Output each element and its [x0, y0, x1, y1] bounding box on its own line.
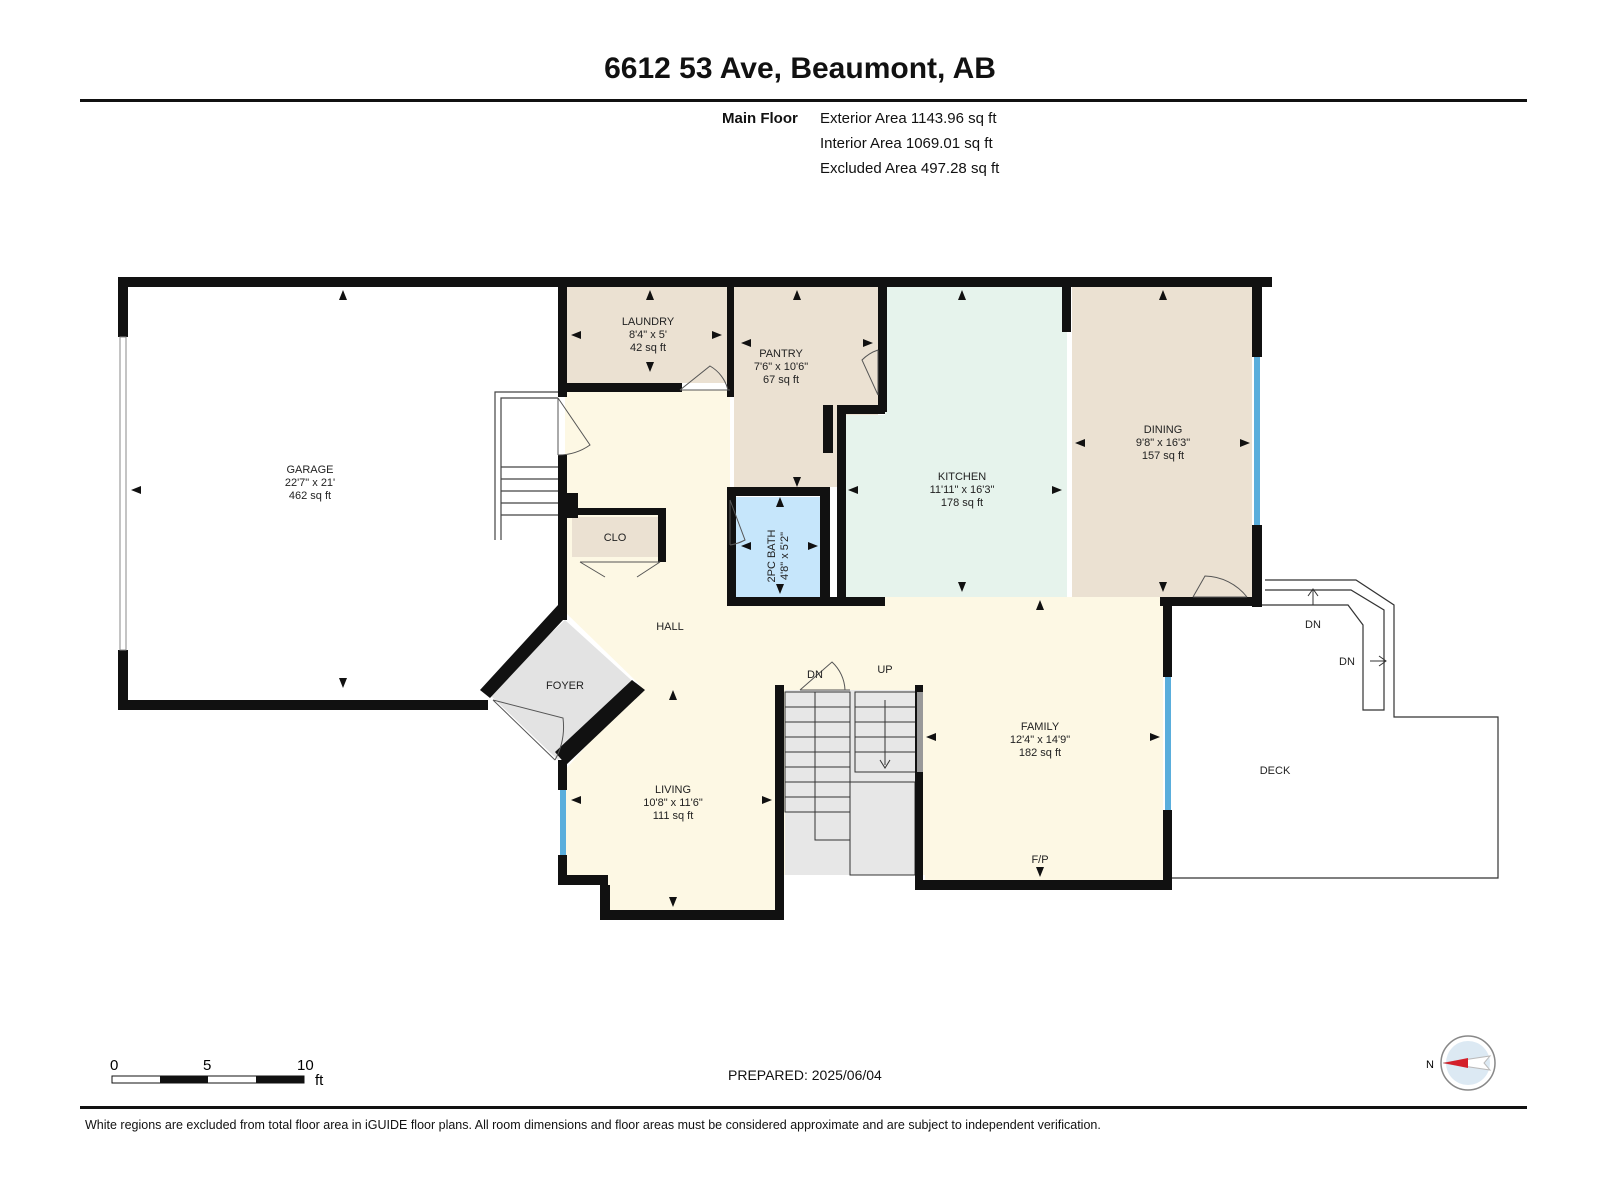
page-title: 6612 53 Ave, Beaumont, AB — [604, 52, 996, 85]
hall-name: HALL — [656, 621, 684, 633]
stairs-up-label: UP — [877, 664, 892, 676]
walls — [118, 277, 1272, 920]
dining-floor — [1072, 287, 1252, 597]
dining-area: 157 sq ft — [1142, 450, 1184, 462]
deck-down-label-1: DN — [1305, 619, 1321, 631]
scale-unit: ft — [315, 1072, 324, 1089]
garage-dims: 22'7" x 21' — [285, 477, 335, 489]
floor-fills — [488, 287, 1252, 910]
deck-down-label-2: DN — [1339, 656, 1355, 668]
garage-area: 462 sq ft — [289, 490, 331, 502]
living-name: LIVING — [655, 784, 691, 796]
interior-area: Interior Area 1069.01 sq ft — [820, 135, 993, 152]
footer-rule — [80, 1106, 1527, 1109]
kitchen-dims: 11'11" x 16'3" — [930, 484, 995, 496]
floor-label: Main Floor — [722, 110, 798, 127]
scale-tick-0: 0 — [110, 1057, 118, 1074]
kitchen-name: KITCHEN — [938, 471, 986, 483]
family-dims: 12'4" x 14'9" — [1010, 734, 1070, 746]
stairs-down-label: DN — [807, 669, 823, 681]
living-area: 111 sq ft — [653, 810, 694, 822]
hall-floor — [565, 390, 1163, 910]
doors — [492, 349, 1248, 761]
excluded-area: Excluded Area 497.28 sq ft — [820, 160, 1000, 177]
kitchen-floor — [842, 287, 1067, 597]
laundry-dims: 8'4" x 5' — [629, 329, 667, 341]
prepared-date: PREPARED: 2025/06/04 — [728, 1067, 882, 1083]
closet-name: CLO — [604, 532, 627, 544]
compass-icon: N — [1426, 1035, 1496, 1091]
pantry-area: 67 sq ft — [763, 374, 799, 386]
foyer-floor — [488, 620, 640, 760]
closet-floor — [572, 517, 662, 557]
living-dims: 10'8" x 11'6" — [643, 797, 703, 809]
laundry-name: LAUNDRY — [622, 316, 675, 328]
deck-name: DECK — [1260, 765, 1291, 777]
header-rule — [80, 99, 1527, 102]
garage-steps — [494, 391, 558, 540]
laundry-floor — [567, 287, 727, 383]
bath-name: 2PC BATH — [766, 529, 778, 582]
foyer-name: FOYER — [546, 680, 584, 692]
windows — [119, 336, 1260, 855]
scale-tick-5: 5 — [203, 1057, 211, 1074]
room-labels: GARAGE 22'7" x 21' 462 sq ft LAUNDRY 8'4… — [285, 316, 1355, 866]
garage-name: GARAGE — [286, 464, 333, 476]
scale-tick-10: 10 — [297, 1057, 314, 1074]
dining-dims: 9'8" x 16'3" — [1136, 437, 1190, 449]
compass-north: N — [1426, 1059, 1434, 1071]
pantry-name: PANTRY — [759, 348, 803, 360]
dimension-arrows — [131, 290, 1250, 907]
fireplace-label: F/P — [1031, 854, 1048, 866]
bath-dims: 4'8" x 5'2" — [779, 532, 791, 580]
family-area: 182 sq ft — [1019, 747, 1061, 759]
pantry-dims: 7'6" x 10'6" — [754, 361, 808, 373]
scale-bar: 0 5 10 ft — [110, 1057, 324, 1089]
family-name: FAMILY — [1021, 721, 1060, 733]
deck-arrows — [1307, 588, 1387, 667]
laundry-area: 42 sq ft — [630, 342, 666, 354]
kitchen-area: 178 sq ft — [941, 497, 983, 509]
exterior-area: Exterior Area 1143.96 sq ft — [820, 110, 997, 127]
footer-disclaimer: White regions are excluded from total fl… — [85, 1118, 1101, 1132]
deck — [1169, 579, 1499, 879]
dining-name: DINING — [1144, 424, 1183, 436]
